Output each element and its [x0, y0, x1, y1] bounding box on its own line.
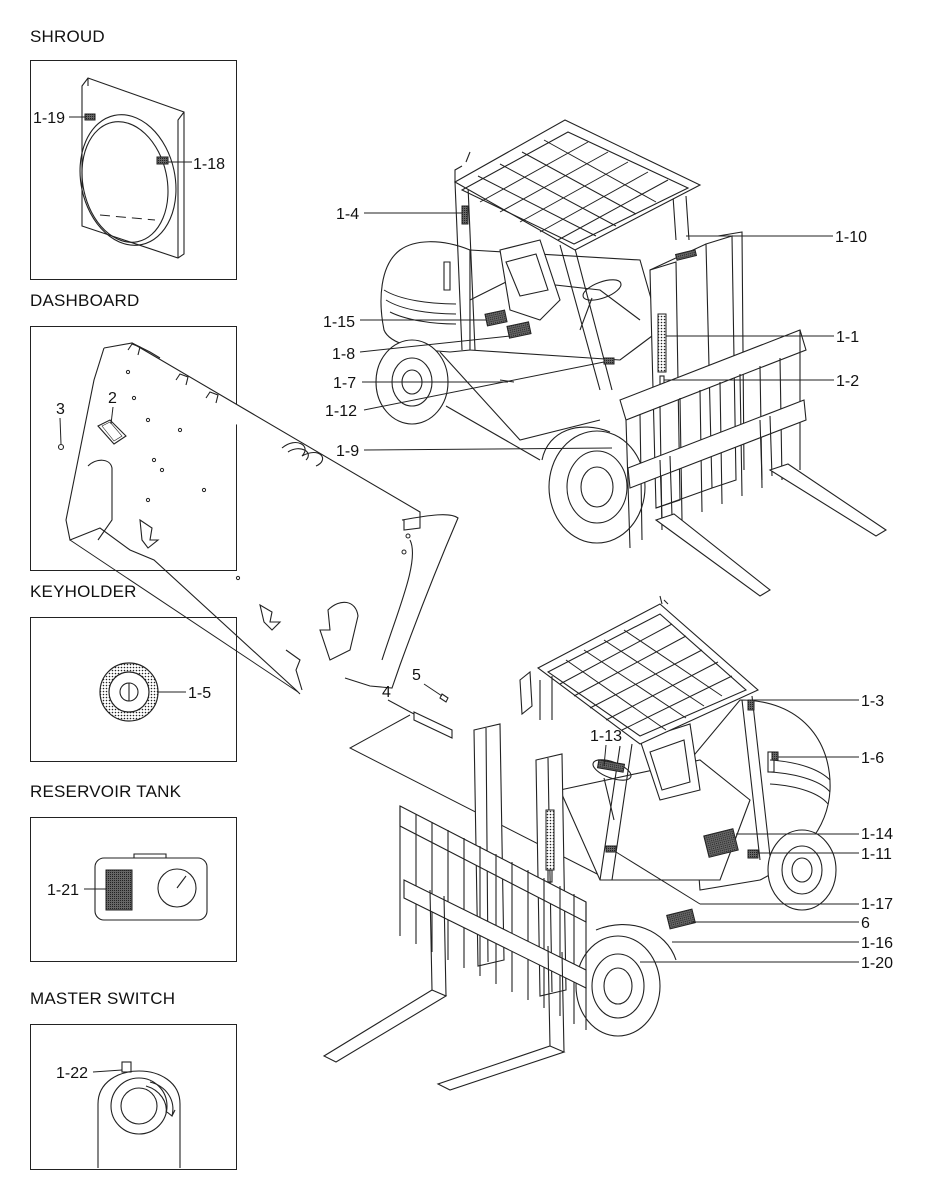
callout-1-4: 1-4 — [336, 206, 359, 223]
section-title-master-switch: MASTER SWITCH — [30, 989, 176, 1008]
forklift-lower-drawing — [322, 595, 837, 1091]
callout-1-17: 1-17 — [861, 896, 893, 913]
callout-5: 5 — [412, 667, 421, 684]
callout-1-13: 1-13 — [590, 728, 622, 745]
callout-1-22: 1-22 — [56, 1065, 88, 1082]
forklift-upper-drawing — [375, 119, 888, 597]
callout-4: 4 — [382, 684, 391, 701]
callout-1-10: 1-10 — [835, 229, 867, 246]
callout-1-19: 1-19 — [33, 110, 65, 127]
callout-1-1: 1-1 — [836, 329, 859, 346]
callout-6: 6 — [861, 915, 870, 932]
callout-3: 3 — [56, 401, 65, 418]
callout-1-6: 1-6 — [861, 750, 884, 767]
callout-1-15: 1-15 — [323, 314, 355, 331]
keyholder-drawing — [99, 662, 159, 722]
section-title-keyholder: KEYHOLDER — [30, 582, 137, 601]
callout-1-21: 1-21 — [47, 882, 79, 899]
callout-1-18: 1-18 — [193, 156, 225, 173]
reservoir-tank-panel — [30, 817, 237, 962]
callout-1-16: 1-16 — [861, 935, 893, 952]
callout-1-3: 1-3 — [861, 693, 884, 710]
callout-1-20: 1-20 — [861, 955, 893, 972]
callout-1-11: 1-11 — [861, 846, 892, 863]
callout-1-12: 1-12 — [325, 403, 357, 420]
dashboard-panel — [30, 326, 237, 571]
callout-1-14: 1-14 — [861, 826, 893, 843]
dashboard-drawing — [57, 342, 606, 879]
callout-1-5: 1-5 — [188, 685, 211, 702]
reservoir-tank-drawing — [94, 853, 208, 921]
callout-1-8: 1-8 — [332, 346, 355, 363]
section-title-dashboard: DASHBOARD — [30, 291, 140, 310]
callout-1-2: 1-2 — [836, 373, 859, 390]
callout-2: 2 — [108, 390, 117, 407]
section-title-reservoir-tank: RESERVOIR TANK — [30, 782, 182, 801]
section-title-shroud: SHROUD — [30, 27, 105, 46]
master-switch-drawing — [97, 1061, 181, 1168]
callout-1-7: 1-7 — [333, 375, 356, 392]
callout-1-9: 1-9 — [336, 443, 359, 460]
master-switch-panel — [30, 1024, 237, 1170]
shroud-drawing — [79, 77, 185, 259]
